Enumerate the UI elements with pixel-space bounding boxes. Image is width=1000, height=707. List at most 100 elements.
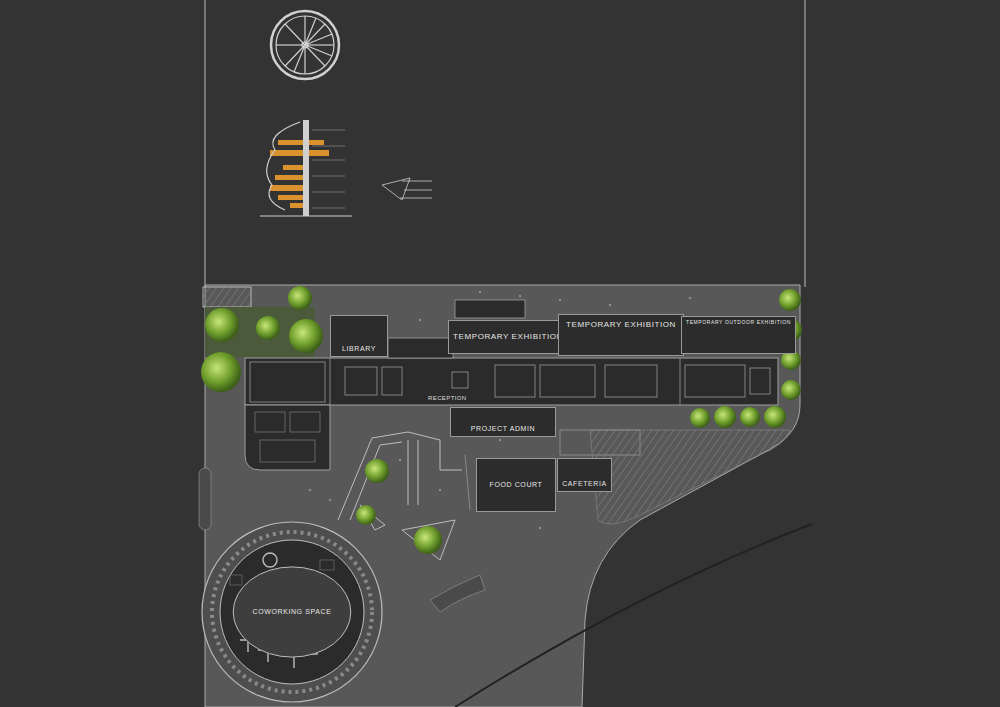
plan-g (309, 291, 691, 529)
plan-path (402, 520, 455, 560)
room-label: TEMPORARY EXHIBITION (453, 333, 563, 342)
plan-circle (201, 352, 241, 392)
plan-circle (559, 299, 561, 301)
plan-g (201, 286, 802, 554)
plan-circle (479, 291, 481, 293)
plan-path (430, 575, 485, 612)
plan-line (304, 16, 305, 45)
plan-line (312, 130, 345, 131)
plan-rect (750, 368, 770, 394)
plan-line (404, 190, 432, 191)
plan-circle (220, 540, 364, 684)
plan-line (680, 358, 681, 405)
coworking-rotunda: COWORKING SPACE (232, 566, 352, 658)
area-label: RECEPTION (428, 395, 467, 401)
plan-circle (399, 459, 401, 461)
plan-rect (452, 372, 468, 388)
plan-g (250, 358, 770, 405)
plan-circle (779, 289, 801, 311)
plan-circle (365, 459, 389, 483)
plan-rect (199, 468, 211, 530)
plan-rect (685, 365, 745, 397)
room-label: COWORKING SPACE (253, 608, 332, 616)
plan-circle (689, 297, 691, 299)
plan-circle (356, 505, 376, 525)
plan-line (304, 45, 305, 74)
room-box: CAFETERIA (557, 458, 612, 492)
plan-path (205, 285, 800, 707)
plan-rect (455, 300, 525, 318)
room-box: TEMPORARY EXHIBITION (448, 320, 568, 354)
plan-line (305, 44, 334, 45)
plan-line (294, 45, 305, 72)
plan-rect (320, 560, 334, 570)
plan-rect (260, 440, 315, 462)
plan-circle (288, 286, 312, 310)
plan-line (276, 44, 305, 45)
plan-path (560, 430, 640, 455)
plan-line (402, 181, 432, 182)
plan-circle (714, 406, 736, 428)
plan-circle (309, 489, 311, 491)
plan-rect (270, 185, 303, 191)
plan-circle (414, 526, 442, 554)
plan-rect (309, 150, 329, 156)
plan-path (455, 524, 812, 707)
plan-rect (388, 338, 453, 358)
rotunda-ring (233, 567, 351, 657)
plan-line (205, 0, 206, 287)
plan-line (312, 176, 345, 177)
room-label: PROJECT ADMIN (471, 425, 535, 433)
plan-path (245, 405, 330, 470)
plan-circle (539, 527, 541, 529)
plan-circle (212, 532, 372, 692)
plan-line (312, 160, 345, 161)
plan-circle (202, 522, 382, 702)
plan-circle (740, 407, 760, 427)
plan-rect (275, 175, 303, 180)
room-label: FOOD COURT (490, 481, 543, 489)
plan-line (305, 34, 332, 45)
plan-circle (519, 295, 521, 297)
plan-rect (309, 140, 324, 145)
plan-line (305, 45, 332, 56)
plan-path (350, 442, 402, 520)
plan-rect (245, 358, 778, 405)
plan-g (312, 130, 345, 208)
plan-path (338, 432, 462, 520)
plan-rect (278, 195, 303, 200)
plan-path (282, 656, 294, 668)
plan-rect (540, 365, 595, 397)
room-label: CAFETERIA (562, 480, 607, 488)
plan-circle (329, 499, 331, 501)
plan-circle (419, 319, 421, 321)
plan-circle (263, 553, 277, 567)
room-label: TEMPORARY EXHIBITION (566, 321, 676, 330)
plan-line (400, 198, 432, 199)
plan-path (267, 122, 300, 210)
plan-g (382, 178, 432, 200)
plan-rect (255, 412, 285, 432)
plan-rect (382, 367, 402, 395)
plan-circle (499, 439, 501, 441)
plan-circle (690, 408, 710, 428)
plan-rect (495, 365, 535, 397)
plan-g (202, 522, 382, 702)
plan-rect (230, 575, 242, 585)
plan-rect (605, 365, 657, 397)
plan-rect (290, 203, 303, 208)
plan-circle (271, 11, 339, 79)
plan-path (465, 455, 470, 510)
room-box: TEMPORARY EXHIBITION (558, 314, 684, 356)
plan-rect (250, 362, 325, 402)
plan-line (305, 24, 325, 45)
plan-circle (609, 304, 611, 306)
plan-line (285, 24, 305, 45)
plan-g (271, 11, 339, 79)
plan-g (255, 412, 320, 462)
plan-path (590, 430, 790, 524)
room-label: LIBRARY (342, 345, 376, 353)
plan-rect (283, 165, 303, 170)
